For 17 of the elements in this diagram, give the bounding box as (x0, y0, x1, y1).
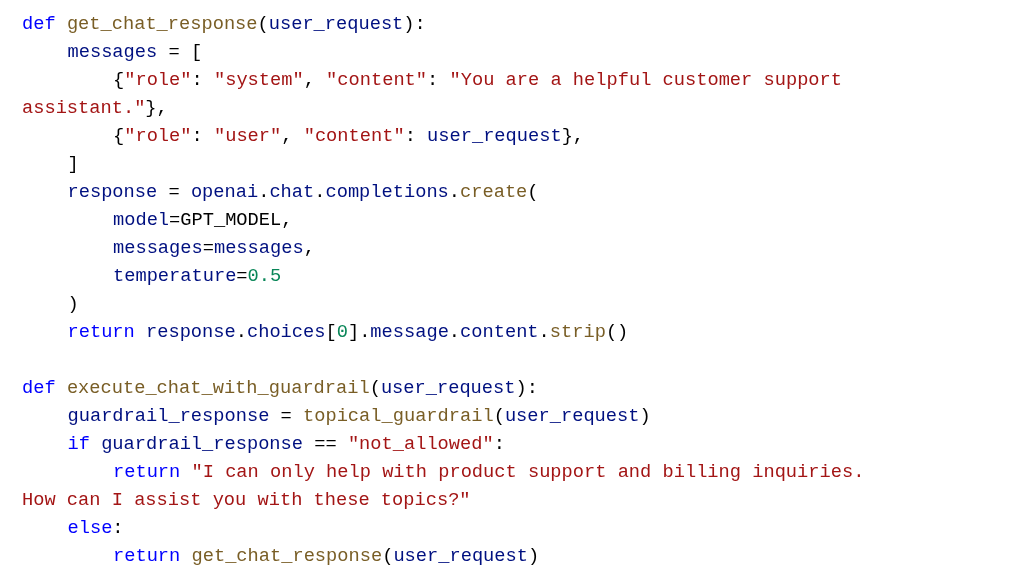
code-line: {"role": "system", "content": "You are a helpful customer support assistant."}, (22, 68, 843, 121)
code-line: guardrail_response = topical_guardrail(user_request) (66, 404, 652, 429)
code-line: messages = [ (66, 40, 204, 65)
code-line: else: (66, 516, 125, 541)
code-line: return response.choices[0].message.content.strip() (66, 320, 630, 345)
code-line: def execute_chat_with_guardrail(user_request): (22, 376, 539, 401)
code-line: if guardrail_response == "not_allowed": (66, 432, 506, 457)
code-line: def get_chat_response(user_request): (22, 12, 427, 37)
code-line: model=GPT_MODEL, (112, 208, 294, 233)
code-line: ] (66, 152, 80, 177)
code-line: ) (66, 292, 80, 317)
code-line: temperature=0.5 (112, 264, 283, 289)
code-line: {"role": "user", "content": user_request}, (112, 124, 586, 149)
code-line: messages=messages, (112, 236, 316, 261)
code-line: response = openai.chat.completions.create( (66, 180, 540, 205)
code-line: return get_chat_response(user_request) (112, 544, 541, 569)
code-line: return "I can only help with product support and billing inquiries. How can I assist you with these topics?" (22, 460, 866, 513)
